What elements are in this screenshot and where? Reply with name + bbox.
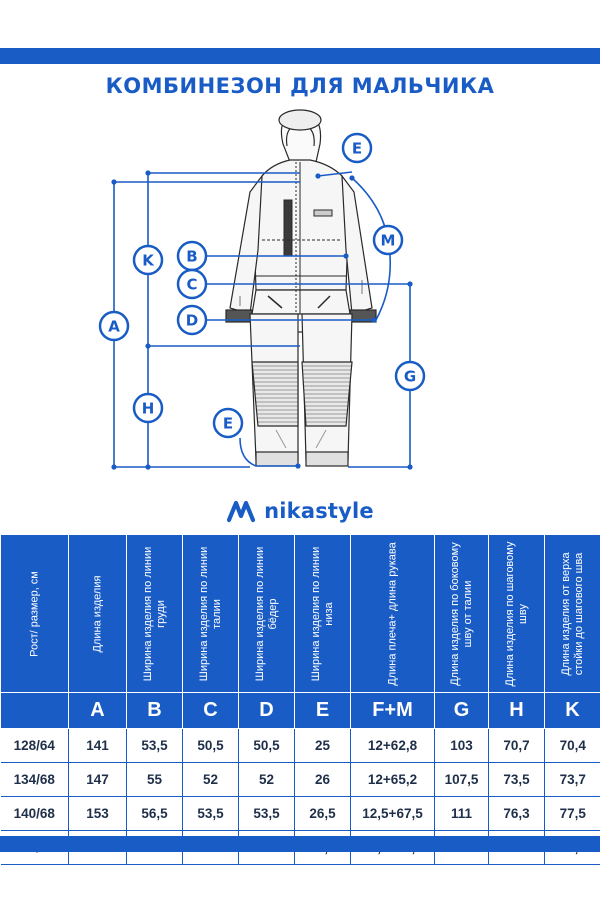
table-cell: 26,5: [294, 796, 351, 831]
table-cell: 103: [434, 728, 489, 763]
measurement-labels: A K H B C D E M: [98, 132, 426, 439]
header-cell: Длина изделия по боковому шву от талии: [434, 534, 489, 693]
svg-text:B: B: [186, 248, 197, 266]
label-h: H: [132, 392, 164, 424]
brand-name: nikastyle: [264, 499, 374, 523]
table-cell: 107,5: [434, 762, 489, 797]
letter-cell: F+M: [350, 692, 435, 729]
letter-cell: H: [488, 692, 545, 729]
table-cell: 147: [68, 762, 127, 797]
svg-text:E: E: [223, 415, 233, 433]
header-cell: Ширина изделия по линии низа: [294, 534, 351, 693]
size-cell: 140/68: [0, 796, 69, 831]
table-row: 140/68 153 56,5 53,5 53,5 26,5 12,5+67,5…: [0, 796, 600, 831]
table-cell: 50,5: [182, 728, 239, 763]
letter-cell: E: [294, 692, 351, 729]
table-cell: 77,5: [544, 796, 600, 831]
letter-cell: G: [434, 692, 489, 729]
table-cell: 26: [294, 762, 351, 797]
label-k: K: [132, 244, 164, 276]
svg-text:A: A: [108, 318, 120, 336]
header-cell: Длина изделия: [68, 534, 127, 693]
page-title: КОМБИНЕЗОН ДЛЯ МАЛЬЧИКА: [105, 74, 495, 98]
measurement-lines: [113, 171, 411, 468]
table-cell: 12+62,8: [350, 728, 435, 763]
table-cell: 53,5: [238, 796, 295, 831]
letter-cell: [0, 692, 69, 729]
table-cell: 53,5: [126, 728, 183, 763]
table-cell: 55: [126, 762, 183, 797]
svg-text:E: E: [352, 140, 362, 158]
table-row: 128/64 141 53,5 50,5 50,5 25 12+62,8 103…: [0, 728, 600, 763]
brand-block: nikastyle: [0, 494, 600, 528]
table-cell: 53,5: [182, 796, 239, 831]
header-cell: Ширина изделия по линии груди: [126, 534, 183, 693]
svg-text:D: D: [186, 312, 198, 330]
label-d: D: [176, 304, 208, 336]
svg-text:C: C: [186, 276, 197, 294]
label-b: B: [176, 240, 208, 272]
size-cell: 134/68: [0, 762, 69, 797]
label-e-ankle: E: [212, 407, 244, 439]
label-c: C: [176, 268, 208, 300]
table-cell: 70,7: [488, 728, 545, 763]
nikastyle-logo-icon: [227, 500, 256, 523]
header-cell: Длина изделия от верха стойки до шаговог…: [544, 534, 600, 693]
header-letter-row: A B C D E F+M G H K: [0, 692, 600, 729]
snowsuit-drawing: [225, 109, 377, 467]
top-band: [0, 48, 600, 64]
garment-diagram: A K H B C D E M: [98, 109, 426, 470]
table-cell: 70,4: [544, 728, 600, 763]
label-e-shoulder: E: [341, 132, 373, 164]
letter-cell: B: [126, 692, 183, 729]
table-cell: 52: [182, 762, 239, 797]
table-cell: 141: [68, 728, 127, 763]
garment-details: [239, 162, 363, 449]
table-cell: 111: [434, 796, 489, 831]
letter-cell: C: [182, 692, 239, 729]
label-m: M: [372, 224, 404, 256]
header-cell: Ширина изделия по линии бёдер: [238, 534, 295, 693]
measurement-endpoints: [111, 170, 413, 470]
svg-text:M: M: [381, 232, 396, 250]
table-row: 134/68 147 55 52 52 26 12+65,2 107,5 73,…: [0, 762, 600, 797]
header-cell: Рост/ размер, см: [0, 534, 69, 693]
svg-text:K: K: [142, 252, 155, 270]
table-cell: 12,5+67,5: [350, 796, 435, 831]
letter-cell: A: [68, 692, 127, 729]
size-table: Рост/ размер, см Длина изделия Ширина из…: [0, 534, 600, 865]
size-cell: 128/64: [0, 728, 69, 763]
table-cell: 12+65,2: [350, 762, 435, 797]
header-cell: Длина плеча+ длина рукава: [350, 534, 435, 693]
table-cell: 73,5: [488, 762, 545, 797]
letter-cell: K: [544, 692, 600, 729]
label-g: G: [394, 360, 426, 392]
table-cell: 56,5: [126, 796, 183, 831]
table-cell: 25: [294, 728, 351, 763]
table-cell: 153: [68, 796, 127, 831]
svg-text:G: G: [404, 368, 416, 386]
table-cell: 73,7: [544, 762, 600, 797]
bottom-band: [0, 836, 600, 852]
table-cell: 50,5: [238, 728, 295, 763]
label-a: A: [98, 310, 130, 342]
table-cell: 76,3: [488, 796, 545, 831]
header-cell: Ширина изделия по линии талии: [182, 534, 239, 693]
svg-text:H: H: [142, 400, 155, 418]
header-description-row: Рост/ размер, см Длина изделия Ширина из…: [0, 534, 600, 693]
table-cell: 52: [238, 762, 295, 797]
header-cell: Длина изделия по шаговому шву: [488, 534, 545, 693]
letter-cell: D: [238, 692, 295, 729]
